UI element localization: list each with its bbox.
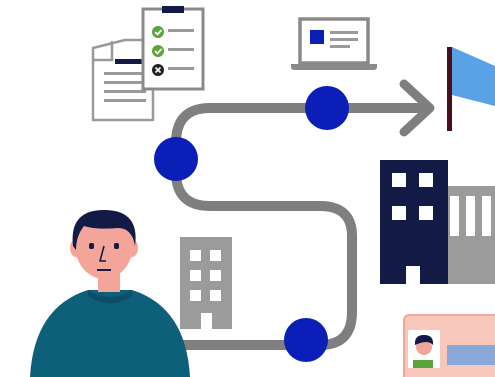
small-building-icon [180, 237, 232, 329]
id-card-icon [403, 314, 495, 377]
milestone-3 [305, 86, 349, 130]
goal-flag-icon [447, 47, 495, 131]
journey-path [170, 79, 435, 350]
milestone-1 [284, 318, 328, 362]
milestone-2 [154, 137, 198, 181]
person-avatar-icon [30, 210, 190, 377]
path-arrowhead-icon [399, 79, 435, 137]
checklist-icon [141, 6, 205, 91]
laptop-icon [291, 17, 377, 70]
office-building-icon [380, 160, 495, 284]
